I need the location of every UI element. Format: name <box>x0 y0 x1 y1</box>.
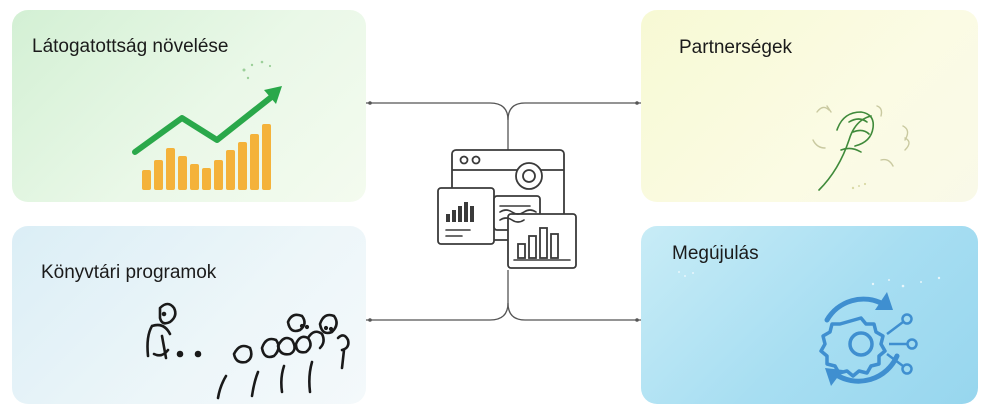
card-title-partnerships: Partnerségek <box>679 37 793 58</box>
people-group-icon <box>146 302 350 400</box>
gear-cycle-icon <box>678 271 941 386</box>
card-title-library-programs: Könyvtári programok <box>41 262 217 283</box>
card-library-programs: Könyvtári programok <box>12 226 366 404</box>
handshake-icon <box>812 105 910 191</box>
growth-chart-icon <box>132 60 282 190</box>
card-title-renewal: Megújulás <box>672 243 759 264</box>
connector-tr-curve <box>507 102 526 121</box>
card-partnerships: Partnerségek <box>641 10 978 202</box>
connector-br-curve <box>507 302 526 321</box>
connector-tl-curve <box>489 102 509 150</box>
card-title-visitor-growth: Látogatottság növelése <box>32 36 229 57</box>
card-renewal: Megújulás <box>641 226 978 404</box>
card-visitor-growth: Látogatottság növelése <box>12 10 366 202</box>
dashboard-analytics-icon <box>437 149 577 269</box>
